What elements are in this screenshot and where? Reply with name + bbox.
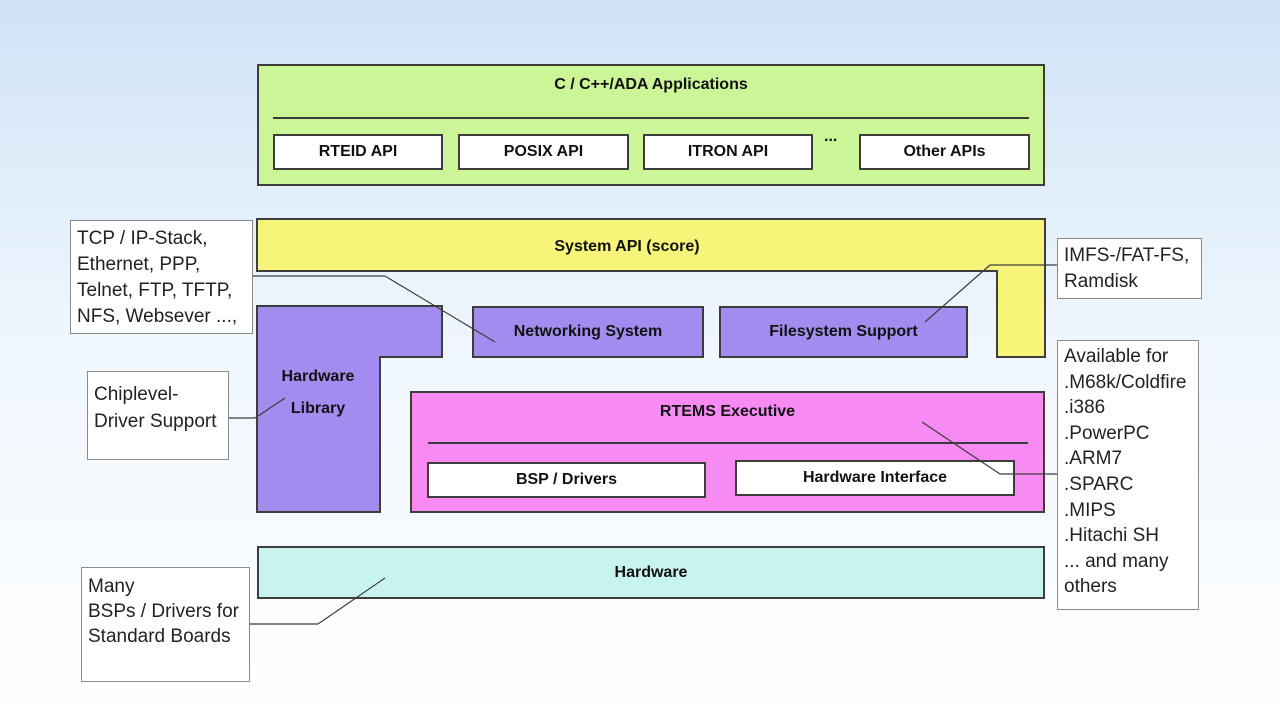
bsps-note: Many BSPs / Drivers for Standard Boards <box>81 567 250 682</box>
rtems-divider <box>428 442 1028 444</box>
chiplevel-note: Chiplevel- Driver Support <box>87 371 229 460</box>
tcpip-note: TCP / IP-Stack, Ethernet, PPP, Telnet, F… <box>70 220 253 334</box>
applications-layer: C / C++/ADA Applications RTEID API POSIX… <box>257 64 1045 186</box>
networking-system-box: Networking System <box>472 306 704 358</box>
hardware-interface-box: Hardware Interface <box>735 460 1015 496</box>
applications-title: C / C++/ADA Applications <box>554 76 748 93</box>
rtems-executive-layer: RTEMS Executive BSP / Drivers Hardware I… <box>410 391 1045 513</box>
other-apis-box: Other APIs <box>859 134 1030 170</box>
rteid-api-box: RTEID API <box>273 134 443 170</box>
api-ellipsis: ... <box>824 128 838 145</box>
applications-divider <box>273 117 1029 119</box>
available-platforms-note: Available for .M68k/Coldfire .i386 .Powe… <box>1057 340 1199 610</box>
system-api-label: System API (score) <box>554 238 700 255</box>
rtems-executive-title: RTEMS Executive <box>659 403 796 420</box>
hardware-library-label: Hardware Library <box>281 368 355 417</box>
hardware-layer: Hardware <box>257 546 1045 599</box>
filesystem-support-box: Filesystem Support <box>719 306 968 358</box>
bsp-drivers-box: BSP / Drivers <box>427 462 706 498</box>
itron-api-box: ITRON API <box>643 134 813 170</box>
imfs-note: IMFS-/FAT-FS, Ramdisk <box>1057 238 1202 299</box>
posix-api-box: POSIX API <box>458 134 629 170</box>
